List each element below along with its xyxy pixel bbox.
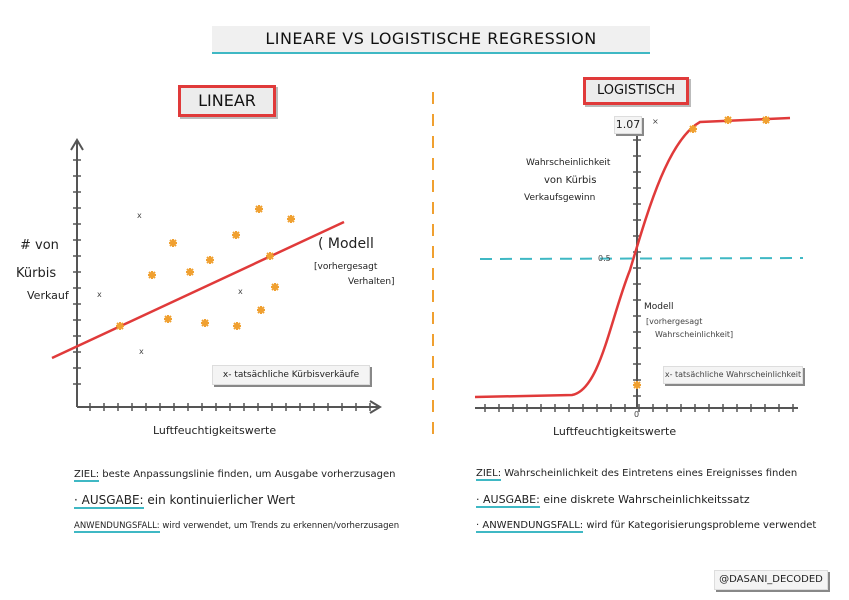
linear-x-mark-1: x <box>137 211 142 220</box>
linear-xlabel: Luftfeuchtigkeitswerte <box>153 424 277 437</box>
linear-axis-ticks <box>73 159 371 411</box>
logistic-usecase-text: wird für Kategorisierungsprobleme verwen… <box>583 520 817 531</box>
linear-goal: ZIEL: beste Anpassungslinie finden, um A… <box>74 469 395 482</box>
credit-badge: @DASANI_DECODED <box>714 570 828 590</box>
logistic-output-key: · AUSGABE: <box>476 493 540 508</box>
logistic-ylabel-2: von Kürbis <box>544 175 597 186</box>
logistic-model-sub2: Wahrscheinlichkeit] <box>655 330 734 339</box>
logistic-model-label: Modell <box>644 302 674 312</box>
data-point-star <box>762 116 770 124</box>
logistic-ylabel-3: Verkaufsgewinn <box>524 193 596 203</box>
logistic-axis-ticks <box>484 139 794 412</box>
logistic-output: · AUSGABE: eine diskrete Wahrscheinlichk… <box>476 493 750 508</box>
linear-x-mark-2: x <box>97 290 102 299</box>
linear-legend: x- tatsächliche Kürbisverkäufe <box>212 365 370 385</box>
logistic-y-top-x: × <box>652 117 659 126</box>
data-point-star <box>266 252 274 260</box>
linear-x-mark-4: x <box>139 347 144 356</box>
linear-ylabel-2: Kürbis <box>16 266 57 281</box>
logistic-y-top: 1.07 <box>614 116 642 134</box>
logistic-data-points <box>633 116 770 389</box>
logistic-goal-key: ZIEL: <box>476 468 502 481</box>
linear-model-sub1: [vorhergesagt <box>314 262 378 272</box>
logistic-usecase-key: · ANWENDUNGSFALL: <box>476 520 584 533</box>
linear-ylabel-1: # von <box>20 238 59 253</box>
linear-goal-key: ZIEL: <box>74 469 100 482</box>
logistic-label: LOGISTISCH <box>583 77 689 105</box>
data-point-star <box>201 319 209 327</box>
logistic-goal: ZIEL: Wahrscheinlichkeit des Eintretens … <box>476 468 797 481</box>
linear-model-label: ( Modell <box>318 236 374 252</box>
linear-axes <box>70 138 382 414</box>
logistic-ylabel-1: Wahrscheinlichkeit <box>526 158 611 168</box>
linear-ylabel-3: Verkauf <box>27 289 69 302</box>
data-point-star <box>633 381 641 389</box>
linear-output-key: · AUSGABE: <box>74 493 144 509</box>
linear-usecase: ANWENDUNGSFALL: wird verwendet, um Trend… <box>74 521 399 533</box>
linear-data-points <box>116 205 295 330</box>
linear-output-text: ein kontinuierlicher Wert <box>143 493 296 507</box>
linear-label: LINEAR <box>178 85 276 117</box>
linear-x-mark-3: x <box>238 287 243 296</box>
linear-goal-text: beste Anpassungslinie finden, um Ausgabe… <box>99 469 396 480</box>
logistic-xlabel: Luftfeuchtigkeitswerte <box>553 425 677 438</box>
linear-usecase-key: ANWENDUNGSFALL: <box>74 521 160 533</box>
threshold-line <box>479 257 804 260</box>
logistic-threshold: 0.5 <box>598 254 611 263</box>
linear-regression-line <box>51 220 345 360</box>
linear-usecase-text: wird verwendet, um Trends zu erkennen/vo… <box>159 521 400 531</box>
logistic-goal-text: Wahrscheinlichkeit des Eintretens eines … <box>501 468 798 479</box>
logistic-axes <box>475 122 798 409</box>
data-point-star <box>271 283 279 291</box>
sigmoid-curve <box>474 116 791 399</box>
logistic-zero: 0 <box>634 410 640 419</box>
logistic-output-text: eine diskrete Wahrscheinlichkeitssatz <box>539 493 750 506</box>
logistic-usecase: · ANWENDUNGSFALL: wird für Kategorisieru… <box>476 520 816 533</box>
data-point-star <box>232 231 240 239</box>
linear-output: · AUSGABE: ein kontinuierlicher Wert <box>74 493 295 509</box>
linear-model-sub2: Verhalten] <box>348 277 395 287</box>
data-point-star <box>169 239 177 247</box>
data-point-star <box>255 205 263 213</box>
data-point-star <box>724 116 732 124</box>
data-point-star <box>257 306 265 314</box>
data-point-star <box>206 256 214 264</box>
page-title: LINEARE VS LOGISTISCHE REGRESSION <box>212 26 650 54</box>
data-point-star <box>287 215 295 223</box>
logistic-model-sub1: [vorhergesagt <box>646 317 703 326</box>
data-point-star <box>233 322 241 330</box>
data-point-star <box>689 125 697 133</box>
data-point-star <box>164 315 172 323</box>
data-point-star <box>186 268 194 276</box>
logistic-legend: x- tatsächliche Wahrscheinlichkeit <box>663 366 803 384</box>
data-point-star <box>116 322 124 330</box>
data-point-star <box>148 271 156 279</box>
